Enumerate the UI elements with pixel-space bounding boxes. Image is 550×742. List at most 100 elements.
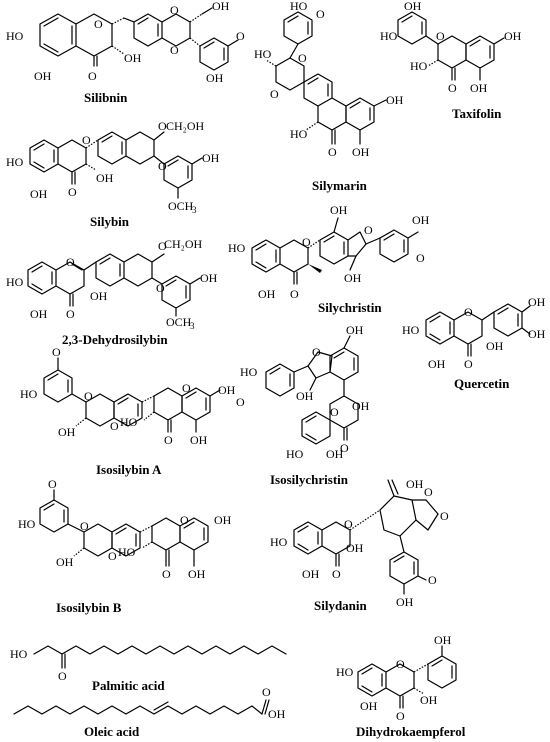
structure-isosilychristin — [265, 335, 359, 445]
atom-label: OH — [206, 71, 224, 85]
atom-label: HO — [380, 29, 398, 43]
compound-name-dehydrosilybin: 2,3-Dehydrosilybin — [62, 332, 168, 347]
atom-label: OH — [360, 699, 378, 713]
compound-name-isosilybin-a: Isosilybin A — [96, 462, 162, 477]
atom-label: HO — [402, 323, 420, 337]
atom-label: OH — [296, 389, 314, 403]
atom-label: OH — [486, 339, 504, 353]
atom-label: HO — [410, 59, 428, 73]
structure-silydanin — [293, 479, 439, 595]
atom-label: O — [364, 223, 373, 237]
atom-label: HO — [270, 535, 288, 549]
structure-silychristin — [251, 217, 419, 285]
atom-label: O — [316, 7, 325, 21]
atom-label: O — [68, 185, 77, 199]
atom-label: O — [416, 251, 425, 265]
atom-label: O — [88, 69, 97, 83]
atom-label: OH — [30, 187, 48, 201]
structure-silymarin — [265, 11, 387, 145]
atom-label: 3 — [192, 205, 197, 215]
structure-silibnin — [39, 7, 239, 71]
atom-label: OH — [90, 289, 108, 303]
atom-label: HO — [254, 47, 272, 61]
atom-label: O — [270, 87, 279, 101]
atom-label: O — [332, 567, 341, 581]
atom-label: OH — [34, 69, 52, 83]
atom-label: O — [66, 255, 75, 269]
structure-isosilybin-b — [39, 489, 209, 567]
atom-label: OH — [344, 271, 362, 285]
compound-name-oleic-acid: Oleic acid — [84, 724, 140, 739]
atom-label: HO — [290, 127, 308, 141]
atom-label: O — [158, 239, 167, 253]
structure-palmitic-acid — [33, 645, 287, 669]
atom-label: O — [298, 51, 307, 65]
compound-name-silydanin: Silydanin — [314, 598, 368, 613]
atom-label: OH — [58, 425, 76, 439]
compound-name-silymarin: Silymarin — [312, 178, 368, 193]
atom-label: O — [330, 405, 339, 419]
atom-label: O — [108, 549, 117, 563]
atom-label: O — [94, 17, 103, 31]
atom-label: O — [448, 81, 457, 95]
atom-label: HO — [228, 241, 246, 255]
atom-label: HO — [6, 29, 24, 43]
atom-label: OH — [428, 357, 446, 371]
atom-label: HO — [120, 415, 138, 429]
structure-dehydrosilybin — [27, 253, 201, 317]
atom-label: CH₂OH — [164, 237, 203, 251]
atom-label: OH — [212, 0, 230, 13]
atom-label: HO — [240, 365, 258, 379]
atom-label: O — [48, 477, 57, 491]
atom-label: O — [110, 419, 119, 433]
atom-label: OH — [528, 295, 546, 309]
atom-label: OH — [504, 29, 522, 43]
atom-label: O — [262, 685, 271, 699]
atom-label: O — [396, 657, 405, 671]
atom-label: HO — [336, 665, 354, 679]
atom-label: OH — [434, 633, 452, 647]
atom-label: O — [290, 287, 299, 301]
atom-label: O — [344, 517, 353, 531]
compound-name-isosilychristin: Isosilychristin — [270, 472, 349, 487]
structure-dihydrokaempferol — [357, 645, 457, 709]
atom-label: HO — [10, 647, 28, 661]
atom-label: O — [58, 669, 67, 683]
atom-label: O — [170, 43, 179, 57]
atom-label: OH — [346, 541, 364, 555]
atom-label: O — [182, 381, 191, 395]
atom-label: O — [80, 519, 89, 533]
atom-label: O — [66, 307, 75, 321]
atom-label: HO — [286, 447, 304, 461]
atom-label: OH — [258, 287, 276, 301]
atom-label: OH — [124, 51, 142, 65]
atom-label: OH — [470, 81, 488, 95]
atom-label: OH — [528, 327, 546, 341]
atom-label: OH — [326, 447, 344, 461]
atom-label: OH — [404, 0, 422, 13]
atom-label: O — [170, 3, 179, 17]
atom-label: OH — [190, 433, 208, 447]
atom-label: O — [464, 357, 473, 371]
atom-label: OH — [386, 93, 404, 107]
compound-name-taxifolin: Taxifolin — [452, 106, 502, 121]
atom-label: O — [84, 389, 93, 403]
atom-label: O — [428, 573, 437, 587]
atom-label: CH₂OH — [166, 119, 205, 133]
atom-label: OH — [352, 145, 370, 159]
atom-label: O — [236, 29, 245, 43]
atom-label: OH — [406, 477, 424, 491]
compound-name-isosilybin-b: Isosilybin B — [56, 600, 122, 615]
structure-quercetin — [425, 303, 531, 357]
atom-label: O — [302, 235, 311, 249]
compound-name-palmitic-acid: Palmitic acid — [92, 678, 165, 693]
atom-label: OCH — [166, 315, 192, 329]
compound-name-silibnin: Silibnin — [84, 90, 128, 105]
atom-label: HO — [118, 545, 136, 559]
atom-label: OH — [200, 271, 218, 285]
atom-label: OH — [330, 203, 348, 217]
atom-label: O — [158, 119, 167, 133]
atom-label: O — [158, 159, 167, 173]
